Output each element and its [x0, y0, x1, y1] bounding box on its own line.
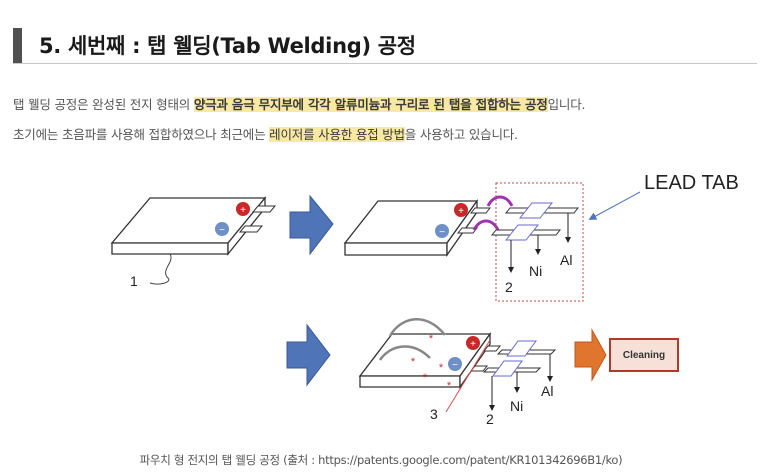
- pouch-cell-welding: + − * * * * * Al Ni 2 3: [358, 317, 557, 427]
- svg-text:Al: Al: [541, 383, 553, 399]
- svg-text:−: −: [439, 227, 445, 238]
- process-arrow-icon: [289, 194, 334, 256]
- svg-text:*: *: [429, 333, 434, 345]
- paragraph-2-end: 을 사용하고 있습니다.: [404, 127, 518, 142]
- section-title: 5. 세번째 : 탭 웰딩(Tab Welding) 공정: [39, 34, 416, 58]
- header-accent-bar: [13, 28, 22, 63]
- cleaning-arrow-icon: [574, 328, 607, 382]
- svg-text:−: −: [219, 225, 225, 236]
- svg-text:−: −: [452, 360, 458, 371]
- paragraph-1-text: 탭 웰딩 공정은 완성된 전지 형태의: [13, 97, 194, 112]
- paragraph-2-text: 초기에는 초음파를 사용해 접합하였으나 최근에는: [13, 127, 270, 142]
- paragraph-2-highlight: 레이저를 사용한 용접 방법: [269, 127, 405, 142]
- paragraph-1: 탭 웰딩 공정은 완성된 전지 형태의 양극과 음극 무지부에 각각 알류미늄과…: [13, 94, 586, 113]
- svg-text:Al: Al: [560, 252, 572, 268]
- paragraph-1-highlight: 양극과 음극 무지부에 각각 알류미늄과 구리로 된 탭을 접합하는 공정: [193, 97, 548, 112]
- positive-terminal-icon: [236, 202, 250, 216]
- svg-text:*: *: [423, 372, 428, 384]
- paragraph-1-end: 입니다.: [547, 97, 586, 112]
- figure-caption: 파우치 형 전지의 탭 웰딩 공정 (출처 : https://patents.…: [139, 453, 623, 467]
- svg-text:+: +: [470, 339, 476, 350]
- spatter-icon: * * * * *: [411, 333, 452, 392]
- svg-text:3: 3: [430, 406, 438, 422]
- section-header: 5. 세번째 : 탭 웰딩(Tab Welding) 공정: [13, 28, 757, 64]
- pouch-cell-2: + −: [343, 195, 514, 258]
- svg-text:1: 1: [130, 273, 138, 289]
- svg-text:Ni: Ni: [529, 263, 542, 279]
- negative-terminal-icon: [215, 222, 229, 236]
- pouch-cell-1: + − 1: [110, 196, 277, 289]
- paragraph-2: 초기에는 초음파를 사용해 접합하였으나 최근에는 레이저를 사용한 용접 방법…: [13, 124, 518, 143]
- svg-text:*: *: [439, 362, 444, 374]
- laser-beam: [445, 339, 491, 413]
- cleaning-step-box: Cleaning: [609, 338, 679, 372]
- svg-text:*: *: [411, 356, 416, 368]
- lead-tab-box: Ni Al 2: [490, 182, 584, 302]
- svg-text:+: +: [458, 206, 464, 217]
- svg-text:Ni: Ni: [510, 398, 523, 414]
- svg-text:2: 2: [505, 279, 513, 295]
- svg-text:+: +: [240, 205, 246, 216]
- svg-text:2: 2: [486, 411, 494, 427]
- tab-welding-diagram: + − 1 + − Ni Al 2: [110, 182, 641, 427]
- lead-tab-label: LEAD TAB: [644, 172, 739, 194]
- svg-text:*: *: [447, 380, 452, 392]
